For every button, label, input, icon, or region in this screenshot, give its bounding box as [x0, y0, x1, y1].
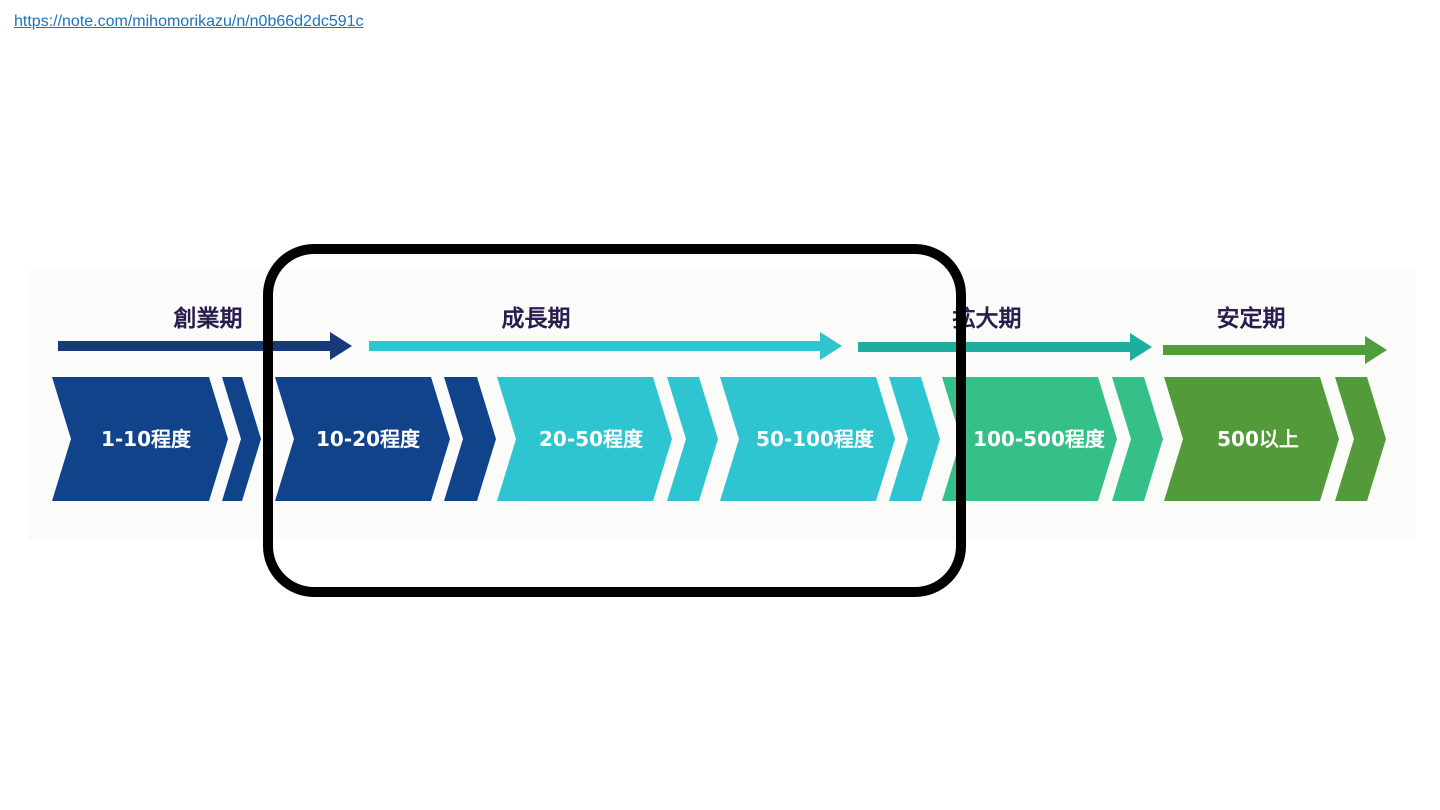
stage-chevron-2: [275, 377, 450, 501]
phase-arrow-stable: [1163, 336, 1387, 364]
stage-chevron-3: [497, 377, 672, 501]
phase-arrow-growth: [369, 332, 842, 360]
phase-arrow-founding: [58, 332, 352, 360]
phase-arrow-expansion: [858, 333, 1152, 361]
stage-connector-1: [222, 377, 261, 501]
stage-label-5: 100-500程度: [973, 427, 1106, 451]
stage-label-3: 20-50程度: [539, 427, 644, 451]
phase-label-stable: 安定期: [1217, 305, 1286, 332]
stage-chevron-6: [1164, 377, 1339, 501]
stage-label-2: 10-20程度: [316, 427, 421, 451]
stage-chevron-1: [52, 377, 228, 501]
stage-label-4: 50-100程度: [756, 427, 875, 451]
source-link[interactable]: https://note.com/mihomorikazu/n/n0b66d2d…: [14, 13, 364, 30]
stage-connector-3: [667, 377, 718, 501]
highlight-box: [263, 244, 966, 597]
phase-label-founding: 創業期: [174, 305, 243, 332]
stage-chevron-4: [720, 377, 895, 501]
stage-chevrons: [52, 377, 1386, 501]
phase-arrows: [58, 332, 1387, 364]
phase-label-growth: 成長期: [502, 306, 571, 332]
stage-label-6: 500以上: [1217, 427, 1299, 451]
stage-connector-4: [889, 377, 940, 501]
stage-connector-2: [444, 377, 496, 501]
stage-connector-6: [1335, 377, 1386, 501]
stage-connector-5: [1112, 377, 1163, 501]
stage-chevron-5: [942, 377, 1117, 501]
stage-label-1: 1-10程度: [101, 427, 192, 451]
